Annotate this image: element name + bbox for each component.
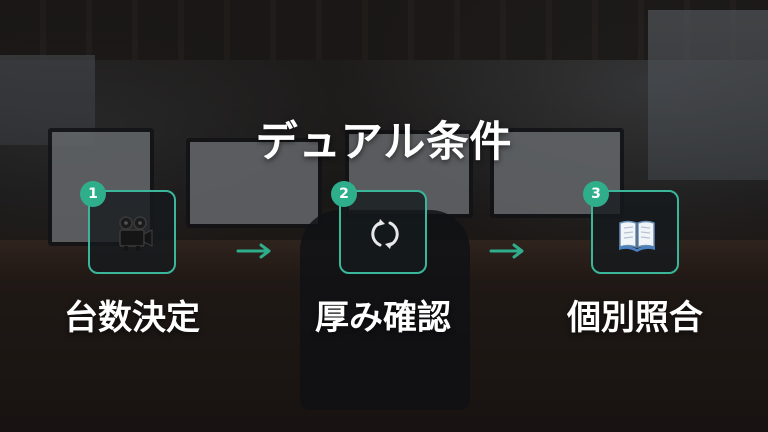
step-1: 1 台数決定 <box>24 181 244 350</box>
step-label: 個別照合 <box>567 298 703 338</box>
step-label: 厚み確認 <box>315 298 451 338</box>
step-icon-box <box>591 190 679 274</box>
film-projector-icon <box>119 216 153 251</box>
step-number-badge: 3 <box>583 181 609 207</box>
step-icon-box <box>88 190 176 274</box>
step-number-badge: 2 <box>331 181 357 207</box>
step-icon-box <box>339 190 427 274</box>
step-3: 3 個別照合 <box>527 181 747 350</box>
arrow-right-icon <box>489 243 524 259</box>
open-book-icon <box>619 220 655 252</box>
cycle-arrows-icon <box>371 219 399 249</box>
slide-title: デュアル条件 <box>255 117 513 166</box>
step-2: 2 厚み確認 <box>275 181 495 350</box>
step-label: 台数決定 <box>64 298 200 338</box>
step-number-badge: 1 <box>80 181 106 207</box>
arrow-right-icon <box>236 243 271 259</box>
